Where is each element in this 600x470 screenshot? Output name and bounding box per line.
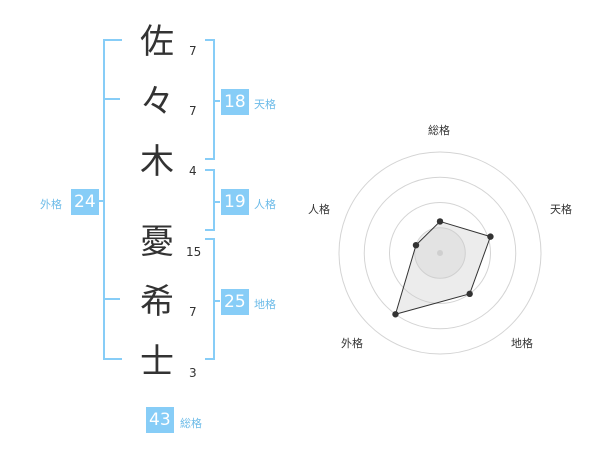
radar-axis-label-gaikaku: 外格 bbox=[341, 337, 363, 350]
radar-axis-label-soukaku: 総格 bbox=[428, 124, 450, 137]
radar-polygon bbox=[394, 220, 492, 316]
stroke-count-5: 7 bbox=[189, 305, 197, 319]
name-char-5: 希 bbox=[140, 282, 174, 322]
radar-point-4 bbox=[392, 311, 399, 318]
name-char-4: 憂 bbox=[140, 222, 174, 262]
stroke-count-6: 3 bbox=[189, 366, 197, 380]
tenkaku-label: 天格 bbox=[254, 98, 276, 111]
radar-axis-label-tenkaku: 天格 bbox=[550, 203, 572, 216]
soukaku-badge: 43 bbox=[146, 407, 174, 433]
radar-point-1 bbox=[436, 218, 444, 225]
stroke-count-2: 7 bbox=[189, 104, 197, 118]
chikaku-badge: 25 bbox=[221, 289, 249, 315]
jinkaku-badge: 19 bbox=[221, 189, 249, 215]
radar-ring-4 bbox=[338, 151, 542, 355]
name-char-6: 士 bbox=[140, 342, 174, 382]
jinkaku-bracket bbox=[205, 169, 215, 231]
radar-ring-2 bbox=[389, 202, 491, 304]
stroke-count-1: 7 bbox=[189, 44, 197, 58]
radar-ring-3 bbox=[363, 176, 517, 330]
soukaku-label: 総格 bbox=[180, 417, 202, 430]
radar-point-2 bbox=[487, 233, 494, 240]
gaikaku-label: 外格 bbox=[40, 198, 62, 211]
tenkaku-bracket bbox=[205, 39, 215, 160]
chikaku-bracket bbox=[205, 238, 215, 360]
radar-center-dot bbox=[437, 250, 443, 256]
stroke-count-3: 4 bbox=[189, 164, 197, 178]
name-char-2: 々 bbox=[140, 82, 174, 122]
gaikaku-badge: 24 bbox=[71, 189, 99, 215]
radar-point-5 bbox=[412, 241, 420, 249]
tenkaku-badge: 18 bbox=[221, 89, 249, 115]
radar-axis-label-chikaku: 地格 bbox=[511, 337, 533, 350]
jinkaku-label: 人格 bbox=[254, 198, 276, 211]
stroke-count-4: 15 bbox=[186, 245, 202, 259]
name-char-1: 佐 bbox=[140, 22, 174, 62]
gaikaku-bracket bbox=[103, 39, 122, 360]
name-char-3: 木 bbox=[140, 142, 174, 182]
radar-axis-label-jinkaku: 人格 bbox=[308, 203, 330, 216]
chikaku-label: 地格 bbox=[254, 298, 276, 311]
radar-point-3 bbox=[466, 290, 473, 298]
